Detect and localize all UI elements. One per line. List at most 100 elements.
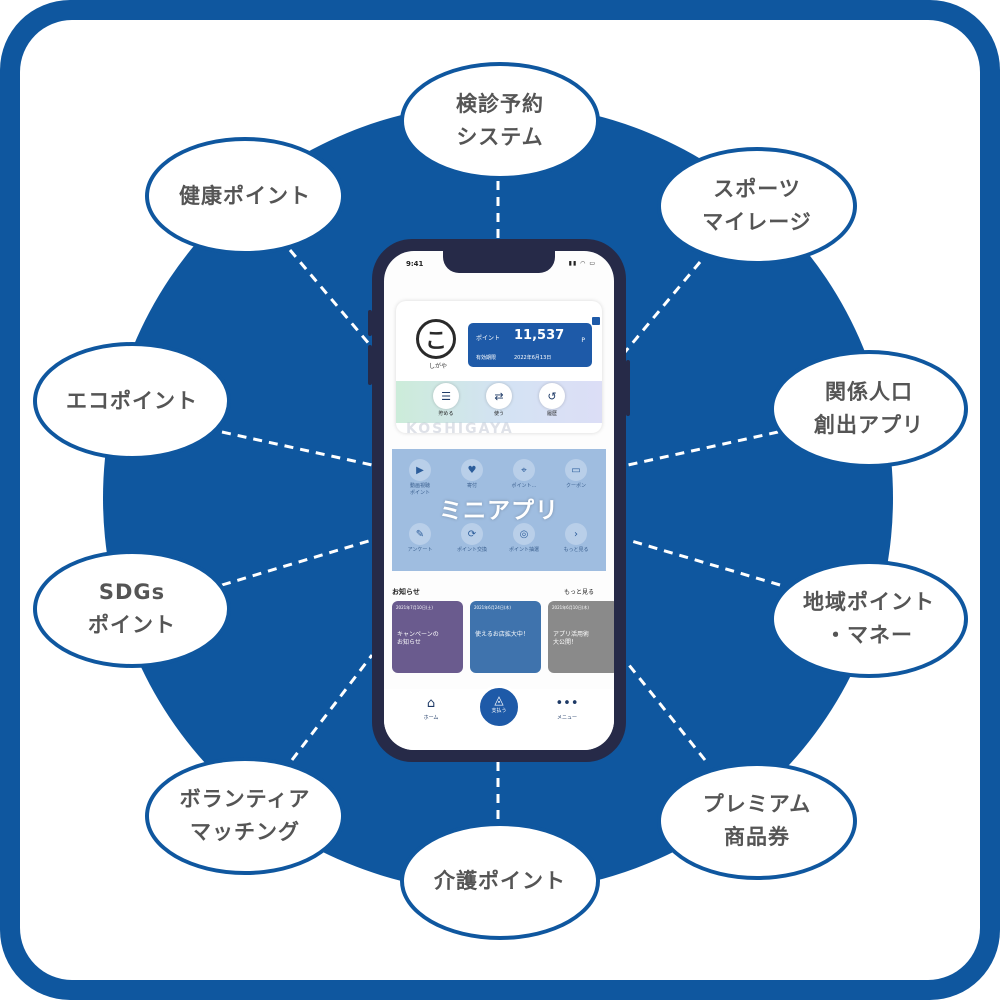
mini-app-more[interactable]: › もっと見る	[552, 523, 600, 554]
nav-menu[interactable]: ••• メニュー	[547, 696, 587, 722]
phone-side-button	[368, 310, 372, 336]
mini-app-label: ポイント交換	[456, 547, 487, 553]
news-title: アプリ活用術 大公開！	[553, 631, 590, 646]
phone-screen: 9:41 ▮▮ ◠ ▭ KOSHIGAYA こ しがや ポイント 11,537 …	[384, 251, 614, 750]
band-watermark: KOSHIGAYA	[406, 421, 514, 437]
mini-app-donation[interactable]: ♥ 寄付	[448, 459, 496, 490]
history-icon: ↺	[539, 383, 565, 409]
bubble-sdgs-points: SDGs ポイント	[33, 550, 231, 668]
bubble-eco-points: エコポイント	[33, 342, 231, 460]
mini-app-survey[interactable]: ✎ アンケート	[396, 523, 444, 554]
connector-line	[290, 654, 374, 761]
nav-pay-button[interactable]: ◬ 支払う	[477, 685, 521, 729]
news-card[interactable]: 2021年6月10日(木) アプリ活用術 大公開！	[548, 601, 614, 673]
card-icon	[592, 317, 600, 325]
bubble-label: ボランティア マッチング	[179, 787, 311, 844]
status-time: 9:41	[406, 260, 424, 268]
connector-line	[288, 249, 372, 346]
mini-app-map[interactable]: ⌖ ポイント…	[500, 459, 548, 490]
points-card: KOSHIGAYA こ しがや ポイント 11,537 P 有効期限 2022年…	[396, 301, 602, 437]
mini-app-title: ミニアプリ	[439, 498, 559, 524]
news-date: 2021年6月10日(木)	[552, 605, 589, 610]
bubble-volunteer-matching: ボランティア マッチング	[145, 757, 345, 875]
points-balance[interactable]: ポイント 11,537 P 有効期限 2022年6月13日	[468, 323, 592, 367]
action-label: 履歴	[546, 411, 557, 417]
points-unit: P	[581, 337, 585, 344]
bubble-label: 検診予約 システム	[456, 92, 544, 149]
news-date: 2021年7月10日(土)	[396, 605, 433, 610]
exchange-icon: ⟳	[461, 523, 483, 545]
action-label: 使う	[493, 411, 504, 417]
mini-app-exchange[interactable]: ⟳ ポイント交換	[448, 523, 496, 554]
points-value: 11,537	[514, 328, 565, 343]
connector-line	[623, 659, 707, 761]
expiry-value: 2022年6月13日	[514, 355, 552, 361]
target-icon: ◎	[513, 523, 535, 545]
chevron-right-icon: ›	[565, 523, 587, 545]
menu-icon: •••	[555, 696, 579, 711]
nav-label: メニュー	[556, 715, 577, 721]
mini-app-label: 寄付	[466, 483, 477, 489]
phone-mockup: 9:41 ▮▮ ◠ ▭ KOSHIGAYA こ しがや ポイント 11,537 …	[372, 239, 626, 762]
bubble-health-checkup-booking: 検診予約 システム	[400, 62, 600, 180]
bottom-nav: ⌂ ホーム ◬ 支払う ••• メニュー	[384, 685, 614, 750]
bubble-local-point-money: 地域ポイント ・マネー	[770, 560, 968, 678]
survey-icon: ✎	[409, 523, 431, 545]
mini-app-label: アンケート	[407, 547, 433, 553]
nav-home[interactable]: ⌂ ホーム	[411, 697, 451, 722]
pay-icon: ◬	[494, 693, 504, 707]
mini-app-label: ポイント抽選	[508, 547, 539, 553]
mini-app-lottery[interactable]: ◎ ポイント抽選	[500, 523, 548, 554]
coupon-icon: ▭	[565, 459, 587, 481]
video-icon: ▶	[409, 459, 431, 481]
action-save-button[interactable]: ☰ 貯める	[426, 383, 466, 417]
bubble-sports-mileage: スポーツ マイレージ	[657, 147, 857, 265]
bubble-label: 地域ポイント ・マネー	[803, 590, 935, 647]
bubble-related-population-app: 関係人口 創出アプリ	[770, 350, 968, 468]
phone-side-button	[368, 345, 372, 385]
mini-app-video[interactable]: ▶ 動画視聴 ポイント	[396, 459, 444, 497]
map-icon: ⌖	[513, 459, 535, 481]
bubble-label: スポーツ マイレージ	[702, 177, 812, 234]
bubble-label: プレミアム 商品券	[702, 792, 812, 849]
mini-app-label: もっと見る	[563, 547, 589, 553]
connector-line	[627, 430, 779, 467]
connector-line	[627, 538, 781, 587]
donation-icon: ♥	[461, 459, 483, 481]
news-heading: お知らせ	[392, 588, 420, 596]
action-history-button[interactable]: ↺ 履歴	[532, 383, 572, 417]
status-icons: ▮▮ ◠ ▭	[568, 260, 596, 267]
connector-line	[221, 430, 373, 467]
mini-app-coupon[interactable]: ▭クーポン	[552, 459, 600, 490]
bubble-label: エコポイント	[66, 388, 198, 413]
app-logo: こ	[416, 319, 456, 359]
news-date: 2021年6月24日(木)	[474, 605, 511, 610]
bubble-care-points: 介護ポイント	[400, 822, 600, 940]
bubble-premium-voucher: プレミアム 商品券	[657, 762, 857, 880]
news-title: キャンペーンの お知らせ	[397, 631, 439, 646]
phone-side-button	[626, 360, 630, 416]
nav-label: ホーム	[423, 715, 439, 721]
phone-notch	[443, 251, 555, 273]
nav-label: 支払う	[491, 708, 507, 714]
app-logo-caption: しがや	[429, 363, 448, 370]
connector-line	[623, 261, 702, 353]
bubble-label: 介護ポイント	[434, 868, 566, 893]
news-title: 使えるお店拡大中！	[475, 631, 529, 638]
news-card[interactable]: 2021年7月10日(土) キャンペーンの お知らせ	[392, 601, 463, 673]
mini-app-label: 動画視聴 ポイント	[409, 483, 430, 496]
points-label: ポイント	[476, 335, 501, 342]
bubble-label: 健康ポイント	[179, 183, 311, 208]
expiry-label: 有効期限	[476, 355, 497, 361]
mini-app-panel: ▶ 動画視聴 ポイント ♥ 寄付 ⌖ ポイント… ▭クーポン ✎ アンケート ⟳ ポイント…	[392, 449, 606, 571]
bubble-health-points: 健康ポイント	[145, 137, 345, 255]
bubble-label: 関係人口 創出アプリ	[814, 380, 924, 437]
shuffle-icon: ⇄	[486, 383, 512, 409]
connector-line	[221, 538, 373, 587]
news-card[interactable]: 2021年6月24日(木) 使えるお店拡大中！	[470, 601, 541, 673]
news-more-link[interactable]: もっと見る	[563, 589, 594, 596]
coins-icon: ☰	[433, 383, 459, 409]
mini-app-label: ポイント…	[511, 483, 537, 489]
action-use-button[interactable]: ⇄ 使う	[479, 383, 519, 417]
